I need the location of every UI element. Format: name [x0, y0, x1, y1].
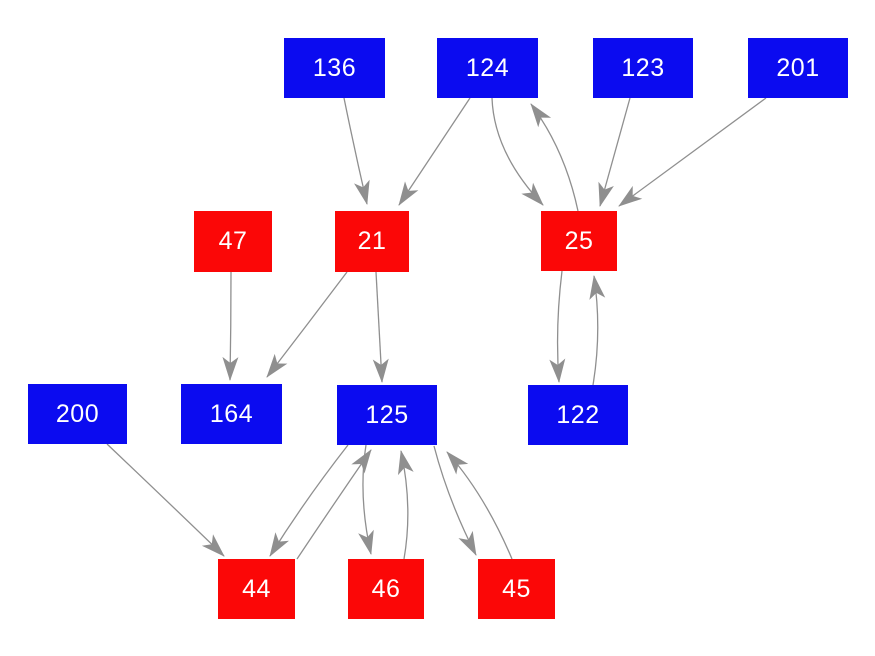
edge-46-to-125 [397, 450, 414, 560]
node-125: 125 [337, 385, 437, 445]
node-label-122: 122 [556, 400, 600, 429]
node-124: 124 [437, 38, 538, 98]
node-label-21: 21 [357, 227, 387, 255]
edge-125-to-44 [269, 444, 349, 557]
node-46: 46 [348, 559, 424, 619]
node-136: 136 [284, 38, 385, 98]
edge-123-to-25 [598, 97, 631, 207]
edge-136-to-21 [343, 97, 370, 205]
node-label-47: 47 [218, 227, 248, 255]
node-164: 164 [181, 384, 282, 444]
node-label-201: 201 [776, 53, 820, 82]
edge-44-to-125 [296, 449, 372, 560]
edge-125-to-46 [358, 444, 374, 555]
node-label-164: 164 [209, 399, 254, 428]
node-label-45: 45 [502, 574, 531, 603]
edge-45-to-125 [446, 451, 513, 560]
node-label-200: 200 [55, 399, 100, 428]
edge-21-to-164 [266, 271, 348, 378]
node-45: 45 [478, 559, 555, 619]
node-label-124: 124 [465, 53, 510, 82]
edge-124-to-25 [491, 97, 544, 206]
edge-200-to-44 [106, 443, 225, 557]
edge-21-to-125 [372, 271, 389, 383]
edge-25-to-122 [549, 270, 566, 383]
edge-125-to-45 [433, 445, 477, 556]
node-label-44: 44 [242, 574, 271, 603]
edge-201-to-25 [618, 97, 767, 207]
node-47: 47 [194, 211, 272, 272]
node-44: 44 [218, 559, 295, 619]
node-200: 200 [28, 384, 127, 444]
edge-124-to-21 [398, 97, 471, 206]
node-label-123: 123 [621, 53, 665, 82]
node-122: 122 [528, 385, 628, 445]
node-label-46: 46 [371, 574, 401, 603]
edge-122-to-25 [589, 275, 606, 386]
node-21: 21 [335, 211, 409, 272]
node-label-136: 136 [312, 53, 357, 82]
node-123: 123 [593, 38, 693, 98]
edge-47-to-164 [222, 271, 239, 381]
node-label-25: 25 [564, 226, 594, 255]
node-label-125: 125 [365, 400, 409, 429]
node-201: 201 [748, 38, 848, 98]
edge-25-to-124 [530, 103, 579, 212]
node-25: 25 [541, 211, 617, 271]
